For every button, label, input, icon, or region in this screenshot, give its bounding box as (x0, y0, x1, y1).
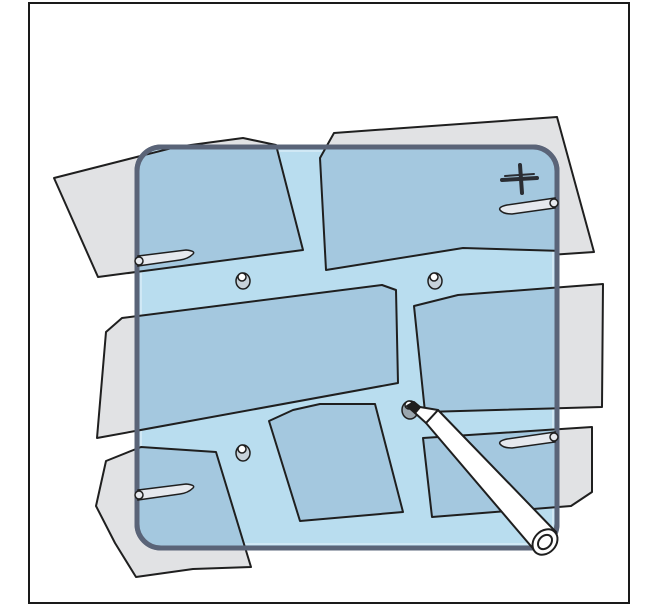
overlap-top-right (319, 149, 555, 271)
slot-left-lower (137, 483, 195, 501)
slot-end-right-lower (549, 432, 559, 442)
slot-end-left-upper (134, 256, 144, 266)
figure-frame (28, 2, 630, 604)
slot-right-lower (498, 431, 556, 449)
overlap-bottom-center (268, 403, 404, 522)
pen-tip (406, 401, 421, 414)
overlap-top-left (139, 149, 304, 278)
slot-left-upper (137, 249, 195, 267)
slot-right-upper (498, 197, 556, 215)
sheet-slots (134, 197, 559, 501)
pushpin-icon (235, 444, 251, 462)
overlap-bottom-left (139, 446, 252, 546)
pen-end-hole (536, 533, 554, 551)
cross-icon (500, 163, 539, 195)
overlap-middle-right (413, 283, 555, 413)
overlap-middle-left (139, 284, 399, 439)
slot-end-right-upper (549, 198, 559, 208)
pushpin-icon (235, 272, 251, 290)
marker-pen-icon (406, 401, 559, 556)
slot-end-left-lower (134, 490, 144, 500)
overlaps-through-sheet (139, 149, 555, 546)
pushpin-icon (427, 272, 443, 290)
clear-sheet-edge (134, 144, 560, 551)
